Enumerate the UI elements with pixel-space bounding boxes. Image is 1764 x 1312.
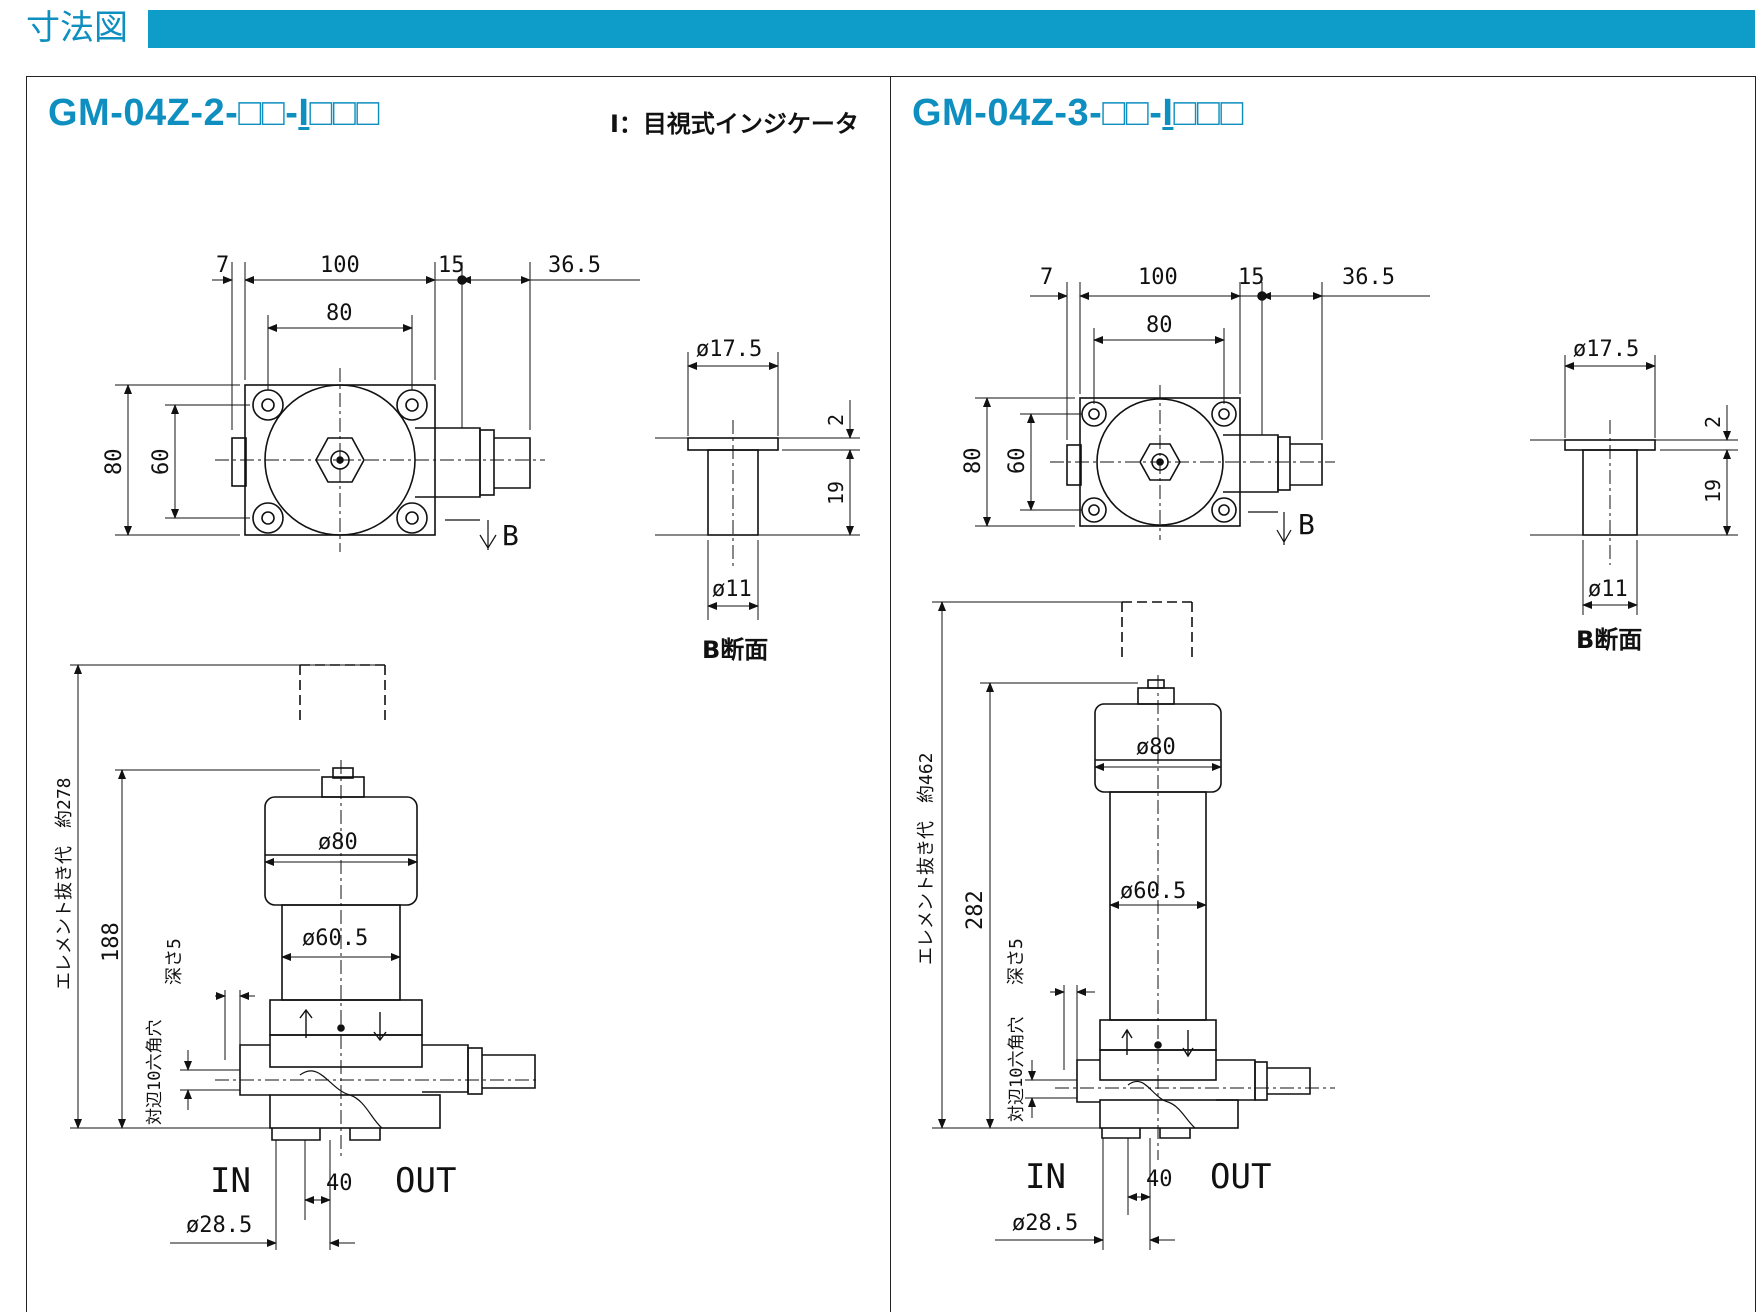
right-sec-label: B断面	[1576, 626, 1642, 654]
right-plan-view	[975, 282, 1430, 545]
right-model-prefix: GM-04Z-3-□□-	[912, 92, 1163, 134]
left-b-section	[655, 352, 860, 620]
right-height-282: 282	[963, 890, 988, 930]
right-d80: ø80	[1136, 735, 1176, 760]
left-sec-d17-5: ø17.5	[696, 337, 762, 362]
title-bar	[148, 10, 1755, 48]
left-dim-100: 100	[320, 253, 360, 278]
right-elevation-view	[932, 601, 1335, 1250]
left-plan-view	[115, 262, 640, 552]
left-model-prefix: GM-04Z-2-□□-	[48, 92, 299, 134]
left-model-tail: □□□	[309, 92, 380, 134]
right-dim-80-height: 80	[961, 448, 986, 475]
left-dim-7: 7	[216, 253, 229, 278]
right-depth-5: 深さ5	[1006, 938, 1027, 985]
panel-divider	[890, 76, 891, 1312]
left-dim-80-height: 80	[102, 449, 127, 476]
right-b-section-labels: ø17.5 ø11 2 19 B断面	[1573, 337, 1725, 654]
right-model-tail: □□□	[1173, 92, 1244, 134]
right-dim-7: 7	[1040, 265, 1053, 290]
right-b-section	[1530, 355, 1738, 615]
left-dim-36-5: 36.5	[548, 253, 601, 278]
right-removal-allowance: エレメント抜き代 約462	[916, 752, 937, 965]
right-plan-labels: 7 100 15 36.5 80 80 60 B	[961, 265, 1395, 541]
right-elevation-labels: エレメント抜き代 約462 282 ø80 ø60.5 深さ5 対辺10六角穴 …	[916, 735, 1271, 1236]
indicator-legend: I：目視式インジケータ	[610, 110, 859, 138]
right-b-mark: B	[1298, 508, 1315, 541]
left-sec-label: B断面	[702, 636, 768, 664]
right-sec-d11: ø11	[1588, 577, 1628, 602]
left-height-188: 188	[99, 922, 124, 962]
right-sec-2: 2	[1701, 416, 1725, 428]
right-dim-100: 100	[1138, 265, 1178, 290]
section-title: 寸法図	[26, 8, 128, 48]
left-dim-60: 60	[149, 449, 174, 476]
drawing-frame	[26, 76, 1756, 1312]
left-d60-5: ø60.5	[302, 926, 368, 951]
left-elevation-view	[70, 664, 540, 1250]
right-d40: 40	[1146, 1167, 1173, 1192]
left-d28-5: ø28.5	[186, 1213, 252, 1238]
left-d80: ø80	[318, 830, 358, 855]
right-dim-36-5: 36.5	[1342, 265, 1395, 290]
left-b-section-labels: ø17.5 ø11 2 19 B断面	[696, 337, 848, 664]
right-model-i: I	[1162, 92, 1174, 134]
left-removal-allowance: エレメント抜き代 約278	[54, 777, 75, 990]
right-dim-60: 60	[1005, 448, 1030, 475]
left-model-i: I	[298, 92, 310, 134]
left-hex-socket: 対辺10六角穴	[145, 1020, 165, 1125]
right-sec-19: 19	[1701, 479, 1725, 503]
right-in-label: IN	[1025, 1157, 1066, 1197]
left-plan-labels: 7 100 15 36.5 80 80 60 B	[102, 253, 601, 552]
right-dim-80-width: 80	[1146, 313, 1173, 338]
left-b-mark: B	[502, 519, 519, 552]
right-model-code: GM-04Z-3-□□-I□□□	[912, 92, 1244, 135]
right-d28-5: ø28.5	[1012, 1211, 1078, 1236]
right-sec-d17-5: ø17.5	[1573, 337, 1639, 362]
left-sec-19: 19	[824, 481, 848, 505]
right-d60-5: ø60.5	[1120, 879, 1186, 904]
left-in-label: IN	[210, 1161, 251, 1201]
left-sec-d11: ø11	[712, 577, 752, 602]
left-depth-5: 深さ5	[164, 938, 185, 985]
right-hex-socket: 対辺10六角穴	[1007, 1017, 1027, 1122]
left-dim-15: 15	[438, 253, 465, 278]
right-out-label: OUT	[1210, 1157, 1271, 1197]
left-sec-2: 2	[824, 414, 848, 426]
left-d40: 40	[326, 1171, 353, 1196]
left-elevation-labels: エレメント抜き代 約278 188 ø80 ø60.5 深さ5 対辺10六角穴 …	[54, 777, 456, 1238]
left-out-label: OUT	[395, 1161, 456, 1201]
right-dim-15: 15	[1238, 265, 1265, 290]
left-dim-80-width: 80	[326, 301, 353, 326]
left-model-code: GM-04Z-2-□□-I□□□	[48, 92, 380, 135]
